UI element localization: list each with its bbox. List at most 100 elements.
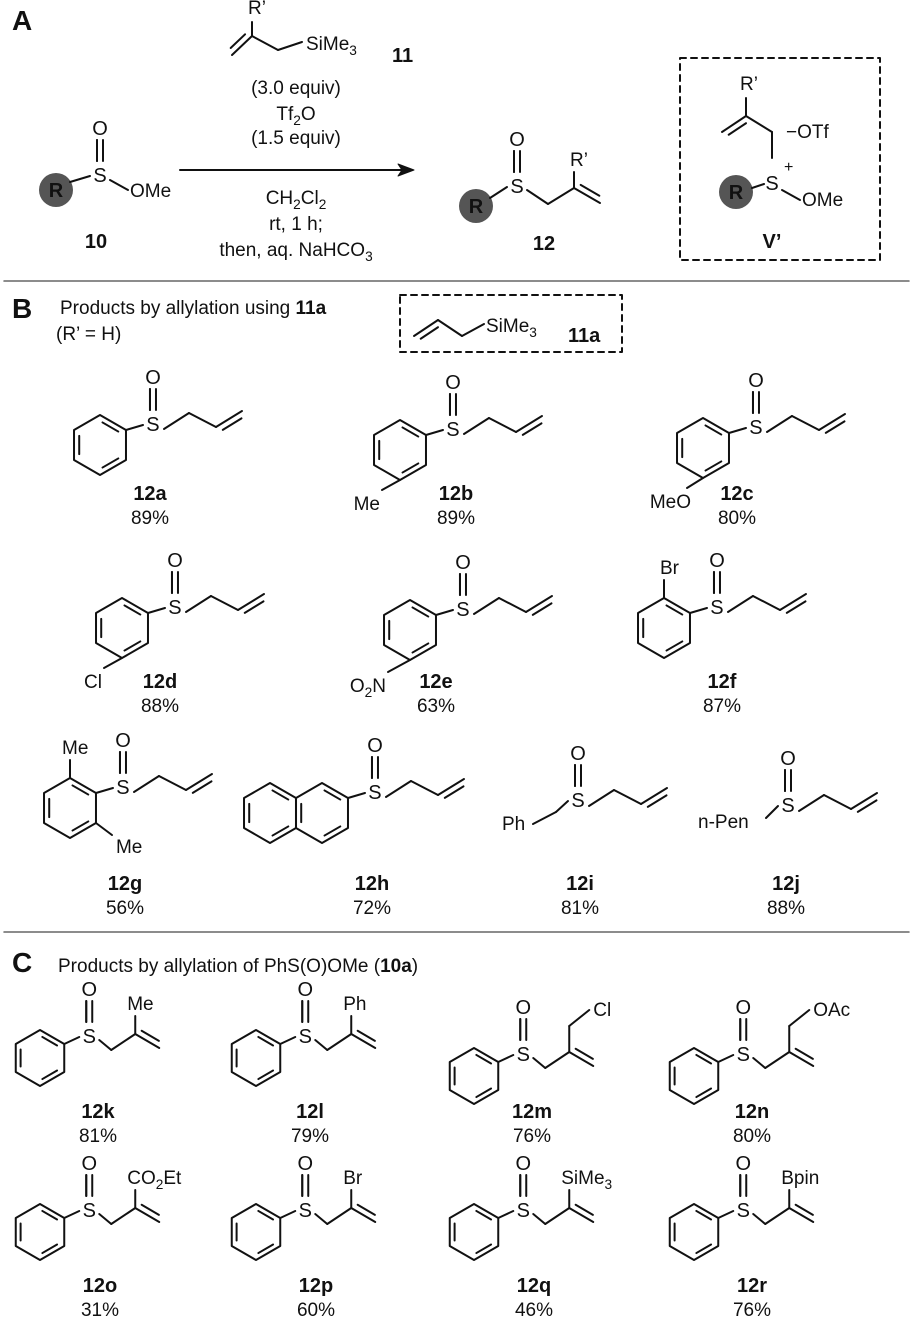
substituent-label: n-Pen (698, 812, 749, 833)
conditions-label: rt, 1 h; (269, 214, 323, 235)
alkene-double-bond (794, 1047, 814, 1060)
alkene-double-bond (817, 413, 846, 431)
allyl-bond (726, 595, 754, 613)
alkene-double-bond (524, 595, 553, 613)
aromatic-bond (665, 604, 684, 616)
oxygen-atom: O (145, 367, 161, 389)
sulfur-atom: S (116, 777, 129, 799)
aromatic-bond (101, 457, 120, 469)
substituent-label: Ph (502, 814, 525, 835)
substituent-label: Br (343, 1168, 363, 1189)
oxygen-atom: O (515, 1153, 531, 1175)
sulfur-atom: S (510, 176, 523, 198)
alkene-double-bond (184, 773, 213, 791)
c-o-bond (109, 179, 129, 191)
oxygen-atom: O (455, 552, 471, 574)
aromatic-bond (71, 784, 90, 796)
aromatic-bond (411, 606, 430, 618)
benzene-ring (14, 1029, 66, 1087)
compound-id: 12l (296, 1101, 324, 1123)
oxygen-atom: O (748, 370, 764, 392)
panel-caption: (R’ = H) (56, 324, 121, 345)
yield-value: 81% (561, 898, 599, 919)
aromatic-bond (695, 1053, 713, 1065)
benzene-ring (14, 1203, 66, 1261)
aromatic-bond (123, 640, 142, 652)
c-s-bond (497, 1054, 515, 1063)
bond-line (788, 1009, 811, 1027)
substituent-label: O2N (350, 676, 386, 700)
r-prime-label: R’ (740, 74, 758, 95)
alkene-double-bond (191, 780, 213, 794)
bond-line (326, 1033, 353, 1051)
allyl-bond (823, 794, 852, 810)
oxygen-atom: O (735, 997, 751, 1019)
triflate-label: −OTf (786, 122, 829, 143)
r-group-label: R (469, 196, 484, 218)
substituent-label: Cl (84, 672, 102, 693)
compound-id: 12q (517, 1275, 551, 1297)
alkene-double-bond (785, 600, 807, 614)
solvent-label: CH2Cl2 (266, 188, 327, 212)
aromatic-bond (695, 1243, 713, 1255)
yield-value: 89% (437, 508, 475, 529)
alkene-double-bond (640, 787, 668, 805)
equiv-label: (1.5 equiv) (251, 128, 341, 149)
c-s-bond (279, 1036, 297, 1045)
oxygen-atom: O (509, 129, 525, 151)
alkene-double-bond (579, 183, 601, 197)
allyl-bond (209, 595, 239, 611)
aromatic-bond (475, 1053, 493, 1065)
panel-caption: Products by allylation using 11a (60, 298, 327, 319)
alkene-double-bond (231, 35, 253, 56)
c-s-bond (63, 1036, 81, 1045)
alkene-double-bond (134, 1033, 161, 1049)
sulfur-atom: S (446, 419, 459, 441)
substituent-label: OAc (813, 1000, 850, 1021)
substituent-label: MeO (650, 492, 691, 513)
r-group-label: R (729, 182, 744, 204)
benzene-ring (43, 777, 97, 839)
methoxy-label: OMe (130, 181, 171, 202)
aromatic-bond (475, 1087, 493, 1099)
yield-value: 81% (79, 1126, 117, 1147)
compound-id: 12g (108, 873, 142, 895)
compound-id: 12o (83, 1275, 117, 1297)
sulfur-atom: S (737, 1044, 750, 1066)
oxygen-atom: O (515, 997, 531, 1019)
alkene-double-bond (727, 122, 747, 136)
substituent-bond (103, 657, 123, 669)
allyl-bond (384, 780, 412, 798)
aromatic-bond (123, 604, 142, 616)
aromatic-bond (41, 1035, 59, 1047)
allyl-bond (588, 789, 615, 807)
r-group-circle (39, 173, 73, 207)
alkene-double-bond (850, 792, 878, 810)
sulfur-atom: S (83, 1026, 96, 1048)
c-s-bond (63, 1210, 81, 1219)
alkene-double-bond (531, 602, 553, 616)
benzene-ring (373, 419, 427, 481)
bond-line (745, 115, 773, 133)
alkene-double-bond (350, 1207, 377, 1223)
alkene-double-bond (788, 1207, 815, 1223)
compound-id: 12c (720, 483, 753, 505)
bond-line (547, 187, 575, 205)
substituent-label: Cl (593, 1000, 611, 1021)
charge-label: + (784, 159, 793, 176)
aromatic-bond (323, 789, 342, 801)
compound-id: 11a (568, 325, 601, 347)
benzene-ring (448, 1203, 500, 1261)
reagent-label: Tf2O (276, 104, 315, 128)
compound-id: 11 (392, 45, 413, 67)
substituent-label: Br (660, 558, 680, 579)
bond-line (98, 1213, 113, 1225)
r-group-label: R (49, 180, 64, 202)
bond-line (532, 1057, 547, 1069)
r-prime-label: R’ (570, 150, 588, 171)
r-prime-label: R’ (248, 0, 266, 19)
aromatic-bond (41, 1243, 59, 1255)
aromatic-bond (101, 421, 120, 433)
alkene-double-bond (140, 1029, 160, 1042)
compound-id: 12n (735, 1101, 769, 1123)
